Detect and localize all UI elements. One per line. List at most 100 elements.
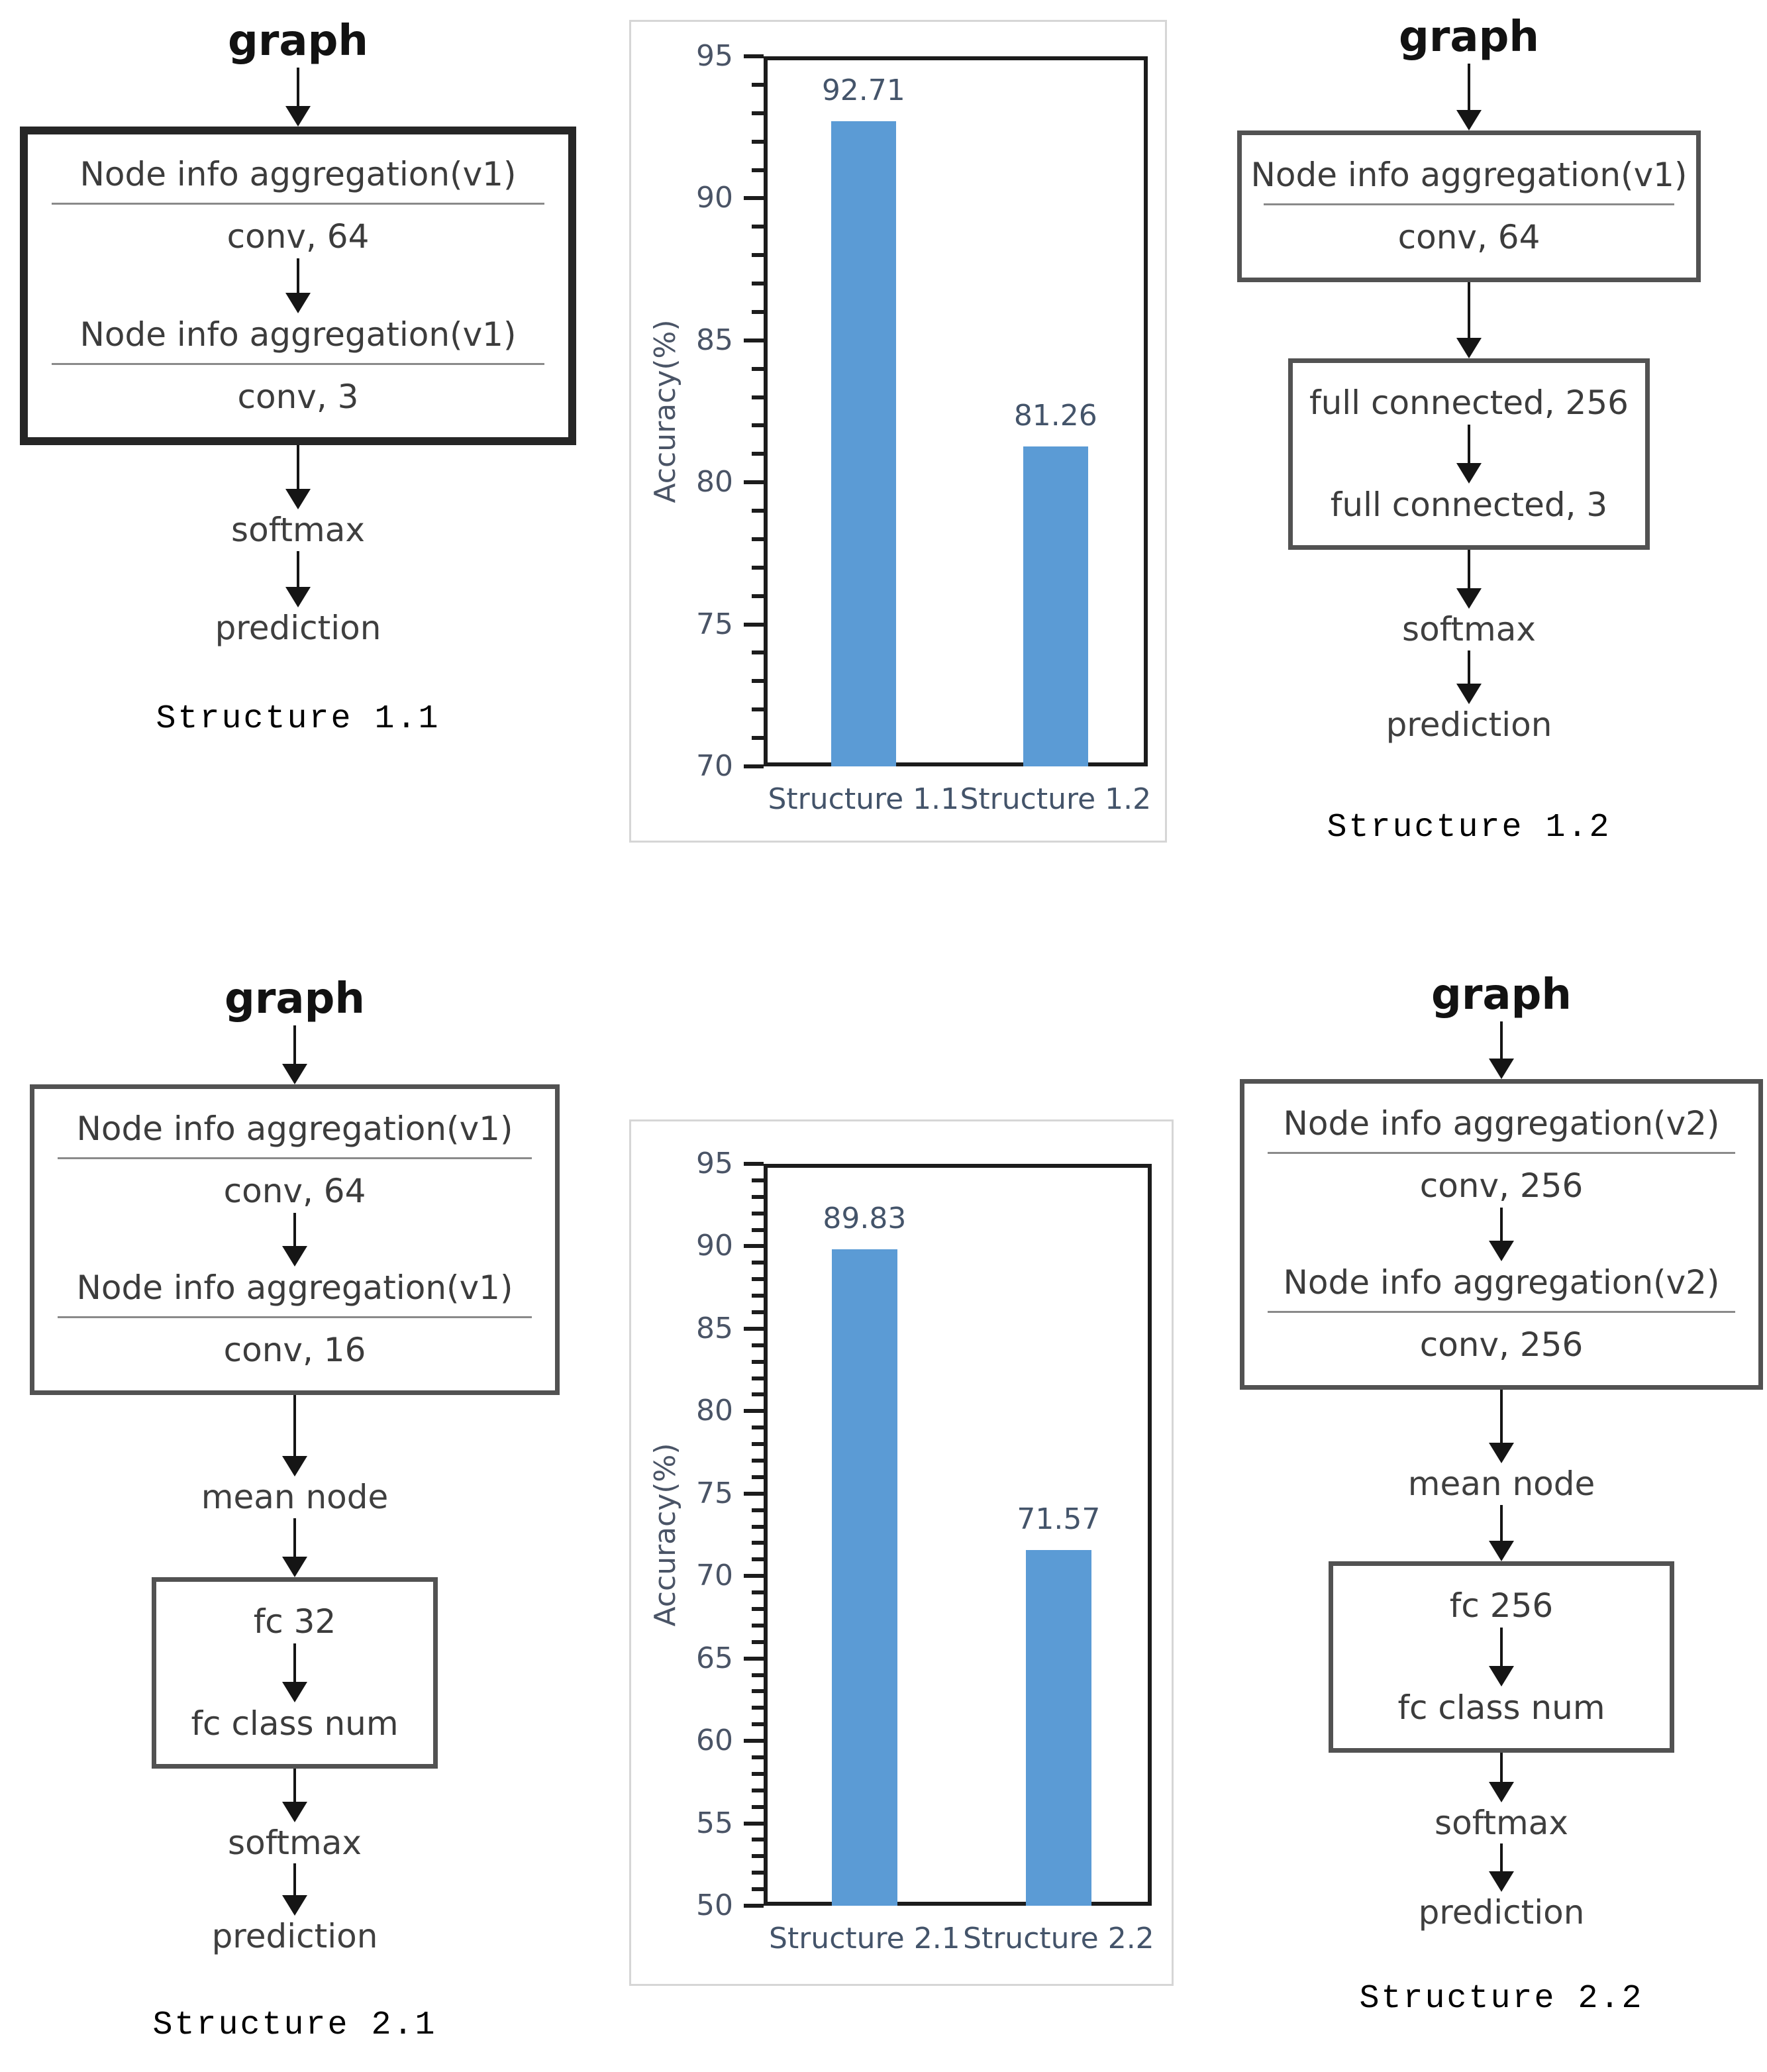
arrow-head	[285, 293, 311, 313]
separator-line	[1267, 1311, 1736, 1313]
arrow-shaft	[293, 1643, 296, 1682]
major-tick	[744, 1162, 764, 1166]
box-text: conv, 64	[227, 217, 370, 256]
minor-tick	[752, 111, 764, 115]
box-text: conv, 256	[1419, 1166, 1584, 1205]
arrow-head	[1489, 1443, 1514, 1463]
major-tick	[744, 1244, 764, 1249]
arrow-head	[1456, 110, 1482, 130]
y-tick-label: 65	[696, 1641, 733, 1675]
bar-structure-1-1	[831, 121, 897, 766]
minor-tick	[752, 679, 764, 684]
arrow-down-icon	[1489, 1752, 1514, 1802]
minor-tick	[752, 594, 764, 598]
minor-tick	[752, 1227, 764, 1232]
y-tick-label: 60	[696, 1724, 733, 1758]
arrow-head	[1456, 588, 1482, 609]
minor-tick	[752, 82, 764, 87]
arrow-down-icon	[285, 68, 311, 127]
separator-line	[57, 1316, 532, 1318]
arrow-head	[1489, 1241, 1514, 1261]
box-text: Node info aggregation(v2)	[1283, 1104, 1720, 1143]
y-tick-label: 70	[696, 749, 733, 783]
box-text: fc 256	[1449, 1586, 1554, 1625]
separator-line	[1267, 1152, 1736, 1154]
arrow-down-icon	[282, 1768, 307, 1822]
x-category-label: Structure 2.2	[963, 1922, 1154, 1955]
arrow-down-icon	[1456, 425, 1482, 484]
minor-tick	[752, 537, 764, 541]
minor-tick	[752, 1178, 764, 1182]
minor-tick	[752, 1838, 764, 1842]
flow-label: prediction	[215, 608, 381, 647]
major-tick	[744, 1409, 764, 1414]
arrow-shaft	[1500, 1504, 1503, 1541]
arrow-shaft	[1468, 425, 1470, 463]
box-text: conv, 256	[1419, 1325, 1584, 1364]
arrow-down-icon	[1456, 550, 1482, 609]
arrow-down-icon	[1456, 282, 1482, 358]
major-tick	[744, 1904, 764, 1908]
box-text: Node info aggregation(v2)	[1283, 1263, 1720, 1302]
arrow-shaft	[297, 445, 299, 489]
minor-tick	[752, 1755, 764, 1759]
structure-caption: Structure 2.2	[1359, 1979, 1644, 2018]
minor-tick	[752, 1871, 764, 1875]
minor-tick	[752, 565, 764, 570]
arrow-shaft	[1468, 550, 1470, 588]
minor-tick	[752, 309, 764, 314]
minor-tick	[752, 1359, 764, 1364]
minor-tick	[752, 225, 764, 229]
major-tick	[744, 1739, 764, 1743]
arrow-shaft	[297, 68, 299, 106]
arrow-head	[1489, 1781, 1514, 1802]
flow-label: softmax	[228, 1823, 362, 1862]
minor-tick	[752, 1524, 764, 1529]
minor-tick	[752, 1804, 764, 1809]
arrow-shaft	[293, 1025, 296, 1064]
minor-tick	[752, 1310, 764, 1314]
arrow-shaft	[1500, 1843, 1503, 1871]
major-tick	[744, 338, 764, 342]
minor-tick	[752, 707, 764, 712]
flow-label: softmax	[231, 511, 365, 549]
y-tick-label: 95	[696, 1147, 733, 1180]
minor-tick	[752, 1689, 764, 1694]
arrow-shaft	[293, 1768, 296, 1802]
box-text: Node info aggregation(v1)	[76, 1110, 513, 1148]
minor-tick	[752, 1541, 764, 1545]
structure-caption: Structure 1.2	[1327, 809, 1611, 847]
minor-tick	[752, 366, 764, 371]
flow-label: prediction	[1386, 705, 1552, 744]
arrow-head	[1456, 338, 1482, 358]
flow-label: prediction	[211, 1917, 378, 1955]
box-text: Node info aggregation(v1)	[76, 1269, 513, 1307]
minor-tick	[752, 1194, 764, 1199]
minor-tick	[752, 1557, 764, 1562]
arrow-head	[1456, 463, 1482, 484]
y-tick-label: 90	[696, 1229, 733, 1263]
minor-tick	[752, 736, 764, 741]
arrow-down-icon	[282, 1395, 307, 1476]
separator-line	[51, 203, 545, 205]
arrow-shaft	[1499, 1627, 1503, 1666]
arrow-down-icon	[1489, 1504, 1514, 1561]
minor-tick	[752, 1508, 764, 1512]
minor-tick	[752, 1887, 764, 1892]
arrow-shaft	[293, 1213, 296, 1246]
bar-structure-1-2	[1023, 446, 1089, 766]
flow-label: graph	[225, 974, 365, 1023]
major-tick	[744, 764, 764, 768]
minor-tick	[752, 509, 764, 513]
minor-tick	[752, 423, 764, 428]
minor-tick	[752, 1277, 764, 1282]
y-tick-label: 70	[696, 1559, 733, 1593]
major-tick	[744, 622, 764, 627]
minor-tick	[752, 1475, 764, 1479]
arrow-shaft	[1468, 282, 1470, 338]
